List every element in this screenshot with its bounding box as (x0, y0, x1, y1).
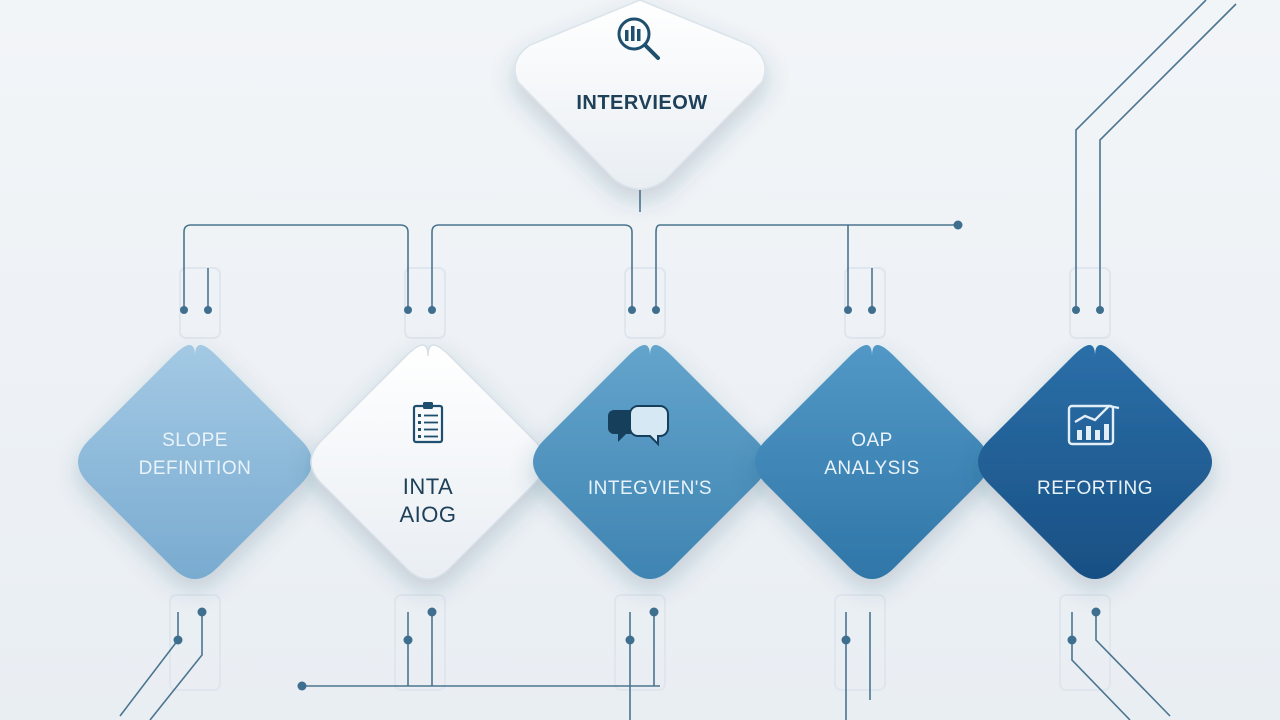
speech-bubbles-icon (608, 405, 669, 447)
connector-dot (204, 306, 212, 314)
process-node-label: INTA (403, 474, 453, 499)
connector-line (183, 224, 409, 310)
connector-dot (953, 220, 963, 230)
magnifier-chart-icon (617, 17, 660, 60)
connector-line (431, 224, 633, 310)
background-panel (1059, 594, 1111, 691)
connector-line (1095, 612, 1171, 717)
connector-dot (1096, 306, 1104, 314)
connector-dot (841, 635, 851, 645)
connector-dot (173, 635, 183, 645)
connector-dot (1067, 635, 1077, 645)
connector-line (1071, 612, 1131, 720)
connector-dot (844, 306, 852, 314)
top-node-label: INTERVIEOW (576, 92, 707, 114)
background-panel (1069, 267, 1111, 339)
background-panel (179, 267, 221, 339)
connector-dot (197, 607, 207, 617)
connector-line (149, 612, 203, 720)
process-node-scope: SLOPE DEFINITION (78, 345, 312, 579)
connector-dot (628, 306, 636, 314)
process-node-label: ANALYSIS (824, 458, 920, 479)
process-node-interviews: INTEGVIEN'S (533, 345, 767, 579)
process-node-shape (755, 345, 989, 579)
connector-dot (180, 306, 188, 314)
process-nodes: SLOPE DEFINITION INTA AIOG INTEGVIEN'S OAP ANA… (78, 344, 1212, 580)
process-node-data: INTA AIOG (310, 344, 546, 580)
background-panel (614, 594, 666, 691)
connector-dot (297, 681, 307, 691)
connector-dot (625, 635, 635, 645)
process-node-label: DEFINITION (139, 458, 252, 479)
connector-dot (427, 607, 437, 617)
process-node-label: SLOPE (162, 430, 228, 451)
report-chart-icon (1067, 404, 1120, 446)
process-node-label: OAP (851, 430, 893, 451)
process-node-label: AIOG (399, 502, 456, 527)
process-node-shape (310, 344, 546, 580)
process-node-shape (78, 345, 312, 579)
top-node: INTERVIEOW (514, 0, 766, 190)
process-node-reporting: REFORTING (978, 345, 1212, 579)
connector-dot (403, 635, 413, 645)
connector-dot (1072, 306, 1080, 314)
connector-lines (119, 0, 1237, 720)
connector-line (1075, 0, 1207, 310)
connector-dot (404, 306, 412, 314)
background-panel (169, 594, 221, 691)
background-panel (404, 267, 446, 339)
clipboard-checklist-icon (412, 402, 444, 444)
connector-dots (173, 220, 1104, 691)
process-node-label: REFORTING (1037, 478, 1153, 499)
background-panel (844, 267, 886, 339)
process-node-shape (978, 345, 1212, 579)
process-node-shape (533, 345, 767, 579)
background-panel (834, 594, 886, 691)
connector-line (1099, 3, 1237, 310)
connector-dot (1091, 607, 1101, 617)
connector-line (655, 224, 661, 310)
background-panel (624, 267, 666, 339)
background-panel (394, 594, 446, 691)
connector-dot (649, 607, 659, 617)
background-panels (169, 267, 1111, 691)
connector-dot (428, 306, 436, 314)
top-node-shape (514, 0, 766, 190)
process-node-label: INTEGVIEN'S (588, 478, 712, 499)
connector-dot (868, 306, 876, 314)
connector-dot (652, 306, 660, 314)
process-node-gap: OAP ANALYSIS (755, 345, 989, 579)
